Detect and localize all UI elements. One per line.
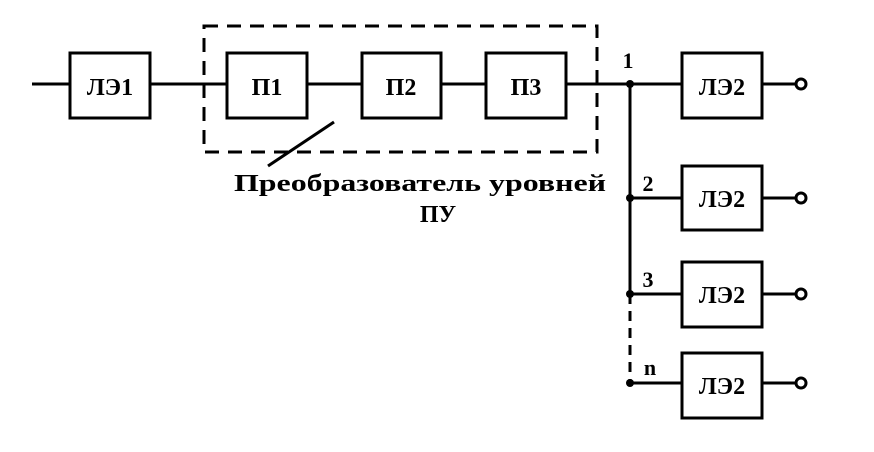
block-label: П2 bbox=[386, 75, 417, 101]
converter-abbr: ПУ bbox=[420, 202, 457, 228]
block-label: П1 bbox=[252, 75, 283, 101]
branch-label: 3 bbox=[643, 267, 654, 292]
branch-label: 2 bbox=[643, 171, 654, 196]
converter-label: Преобразователь уровней bbox=[234, 171, 606, 197]
block-p2: П2 bbox=[360, 51, 443, 120]
block-p1: П1 bbox=[225, 51, 309, 120]
block-le1: ЛЭ1 bbox=[68, 51, 152, 120]
block-label: П3 bbox=[511, 75, 542, 101]
block-label: ЛЭ1 bbox=[87, 75, 133, 101]
branch-label: n bbox=[644, 355, 656, 380]
block-label: ЛЭ2 bbox=[699, 187, 745, 213]
output-terminal bbox=[794, 376, 808, 390]
branch-n: n ЛЭ2 bbox=[626, 351, 808, 420]
branch-label: 1 bbox=[623, 48, 634, 73]
block-p3: П3 bbox=[484, 51, 568, 120]
branch-1: 1 ЛЭ2 bbox=[623, 48, 808, 120]
junction-dot bbox=[626, 80, 634, 88]
branch-2: 2 ЛЭ2 bbox=[626, 164, 808, 232]
branch-3: 3 ЛЭ2 bbox=[626, 260, 808, 329]
block-label: ЛЭ2 bbox=[699, 283, 745, 309]
output-terminal bbox=[794, 77, 808, 91]
output-terminal bbox=[794, 287, 808, 301]
output-terminal bbox=[794, 191, 808, 205]
block-label: ЛЭ2 bbox=[699, 75, 745, 101]
leader-line bbox=[267, 120, 335, 168]
converter-boundary bbox=[202, 24, 599, 154]
block-label: ЛЭ2 bbox=[699, 374, 745, 400]
